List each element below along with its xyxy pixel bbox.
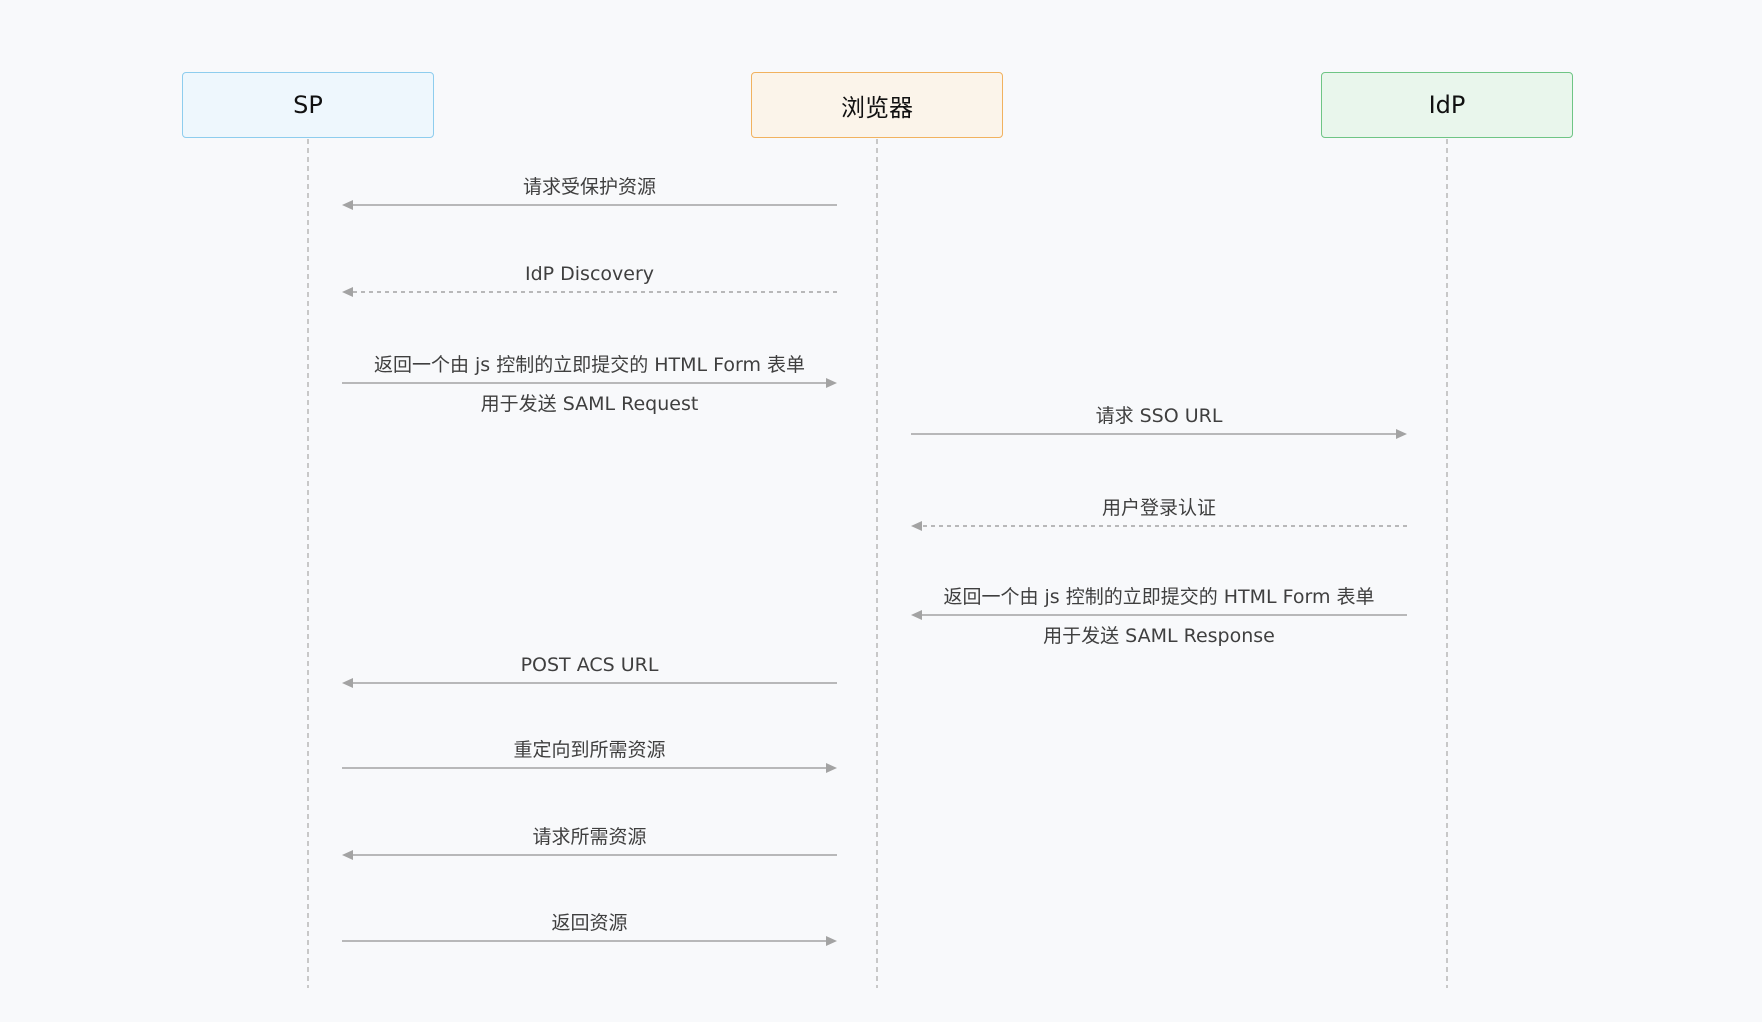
message-label-3-line-2: 用于发送 SAML Request	[480, 393, 699, 415]
message-arrow-6	[911, 610, 1407, 620]
message-label-10: 返回资源	[551, 912, 628, 934]
arrow-head-2	[342, 287, 353, 297]
message-label-2: IdP Discovery	[524, 263, 655, 285]
message-arrow-5	[911, 521, 1407, 531]
actor-browser: 浏览器	[751, 72, 1003, 138]
message-arrow-4	[911, 429, 1407, 439]
message-label-6-line-2: 用于发送 SAML Response	[1043, 625, 1275, 647]
message-arrow-9	[342, 850, 837, 860]
message-label-4: 请求 SSO URL	[1095, 405, 1223, 427]
arrow-head-9	[342, 850, 353, 860]
message-label-5: 用户登录认证	[1101, 497, 1217, 519]
arrow-head-5	[911, 521, 922, 531]
message-arrow-10	[342, 936, 837, 946]
message-label-3: 返回一个由 js 控制的立即提交的 HTML Form 表单	[373, 354, 806, 376]
actor-idp: IdP	[1321, 72, 1573, 138]
actor-idp-label: IdP	[1428, 91, 1466, 119]
arrow-head-10	[826, 936, 837, 946]
arrow-head-7	[342, 678, 353, 688]
message-arrow-1	[342, 200, 837, 210]
arrow-head-3	[826, 378, 837, 388]
message-label-1: 请求受保护资源	[522, 176, 657, 198]
message-arrow-7	[342, 678, 837, 688]
message-label-7: POST ACS URL	[520, 654, 659, 676]
message-arrow-8	[342, 763, 837, 773]
arrow-head-8	[826, 763, 837, 773]
message-arrow-2	[342, 287, 837, 297]
message-label-8: 重定向到所需资源	[513, 739, 666, 761]
arrow-head-6	[911, 610, 922, 620]
message-label-9: 请求所需资源	[532, 826, 647, 848]
message-label-6: 返回一个由 js 控制的立即提交的 HTML Form 表单	[943, 586, 1375, 608]
actor-browser-label: 浏览器	[841, 93, 913, 122]
arrow-head-4	[1396, 429, 1407, 439]
message-arrow-3	[342, 378, 837, 388]
arrow-head-1	[342, 200, 353, 210]
actor-sp-label: SP	[293, 91, 323, 119]
actor-sp: SP	[182, 72, 434, 138]
